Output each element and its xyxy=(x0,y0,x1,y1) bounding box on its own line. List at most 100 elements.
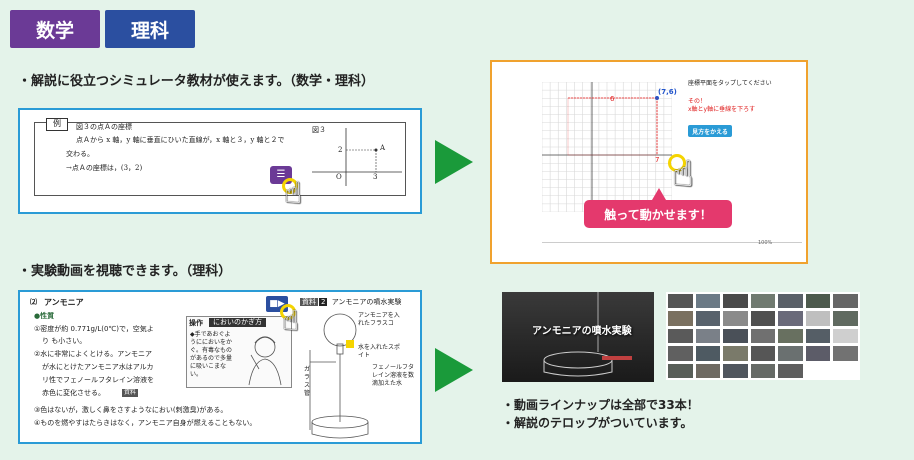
video-tile[interactable] xyxy=(778,328,803,344)
reference-title: アンモニアの噴水実験 xyxy=(331,298,402,306)
video-camera-icon: ■▶ xyxy=(269,298,285,309)
video-tile[interactable] xyxy=(833,328,858,344)
tap-circle xyxy=(280,304,296,320)
dropper-highlight xyxy=(346,340,354,348)
sim-red-text1: その！ xyxy=(688,98,707,105)
textbook-line1: 図３の点Ａの座標 xyxy=(76,123,132,131)
section1-heading: ・解説に役立つシミュレータ教材が使えます。（数学・理科） xyxy=(18,74,374,89)
fountain-apparatus xyxy=(309,313,369,439)
video-tile[interactable] xyxy=(723,294,748,309)
sim-point-label: (7,6) xyxy=(658,88,677,96)
video-tile[interactable] xyxy=(833,294,858,309)
simulator-panel: (7,6) 6 7 座標平面をタップしてください その！ x軸とy軸に垂線を下ろ… xyxy=(490,60,808,264)
video-tile[interactable] xyxy=(695,294,721,309)
property-item2b: が水にとけたアンモニア水はアルカ xyxy=(42,363,154,371)
video-tile[interactable] xyxy=(750,346,776,361)
operation-title: においのかぎ方 xyxy=(209,318,266,328)
tap-circle xyxy=(668,154,686,172)
flask-label: アンモニアを入れたフラスコ xyxy=(358,312,400,328)
property-item2c: リ性でフェノールフタレイン溶液を xyxy=(42,376,154,384)
y-tick-2: 2 xyxy=(338,146,343,154)
video-tile[interactable] xyxy=(750,363,776,378)
video-tile[interactable] xyxy=(668,363,693,378)
experiment-panel: ⑵ アンモニア ●性質 ①密度が約 0.771g/L(0℃)で，空気よ り も小… xyxy=(18,290,422,444)
operation-label: 操作 xyxy=(189,319,203,327)
x-tick-3: 3 xyxy=(373,173,378,181)
video-tile[interactable] xyxy=(723,311,748,326)
sim-zoom-label: 100% xyxy=(758,240,773,246)
video-title: アンモニアの噴水実験 xyxy=(532,326,632,337)
video-tile[interactable] xyxy=(778,363,803,378)
video-tile[interactable] xyxy=(805,328,831,344)
callout-badge: 触って動かせます！ xyxy=(584,200,732,228)
video-tile[interactable] xyxy=(778,346,803,361)
example-badge: 例 xyxy=(46,118,68,131)
video-tile[interactable] xyxy=(668,294,693,309)
video-bullet1: ・動画ラインナップは全部で33本！ xyxy=(502,398,699,412)
hand-pointer-icon: ☝ xyxy=(282,304,300,337)
property-item1b: り も小さい。 xyxy=(42,337,87,345)
property-item1a: ①密度が約 0.771g/L(0℃)で，空気よ xyxy=(34,325,154,333)
textbook-line3: 交わる。 xyxy=(66,150,94,158)
video-tile[interactable] xyxy=(805,294,831,309)
video-tile[interactable] xyxy=(668,346,693,361)
video-tile[interactable] xyxy=(750,328,776,344)
video-tile[interactable] xyxy=(833,311,858,326)
video-tile[interactable] xyxy=(750,311,776,326)
hand-pointer-icon: ☝ xyxy=(672,154,694,195)
video-tile[interactable] xyxy=(695,346,721,361)
video-tile[interactable] xyxy=(668,328,693,344)
video-tile[interactable] xyxy=(805,346,831,361)
water-dropper-label: 水を入れたスポイト xyxy=(358,344,401,360)
operation-box: 操作 においのかぎ方 ◆手であおぐようににおいをかぐ。有毒なものがあるので多量に… xyxy=(186,316,292,388)
video-tile[interactable] xyxy=(695,363,721,378)
video-tile[interactable] xyxy=(778,311,803,326)
sim-x-tick: 7 xyxy=(655,156,660,164)
video-tile[interactable] xyxy=(723,363,748,378)
phenolphthalein-label: フェノールフタレイン溶液を数滴加えた水 xyxy=(372,364,415,388)
property-item2a: ②水に非常によくとける。アンモニア xyxy=(34,350,152,358)
textbook-panel: 例 図３の点Ａの座標 点Ａから x 軸，y 軸に垂直にひいた直線が，x 軸と３，… xyxy=(18,108,422,214)
section-number: ⑵ xyxy=(30,298,37,306)
arrow-right-icon xyxy=(435,140,473,184)
video-tile[interactable] xyxy=(833,346,858,361)
video-thumbnail[interactable]: アンモニアの噴水実験 xyxy=(502,292,654,382)
video-tile[interactable] xyxy=(778,294,803,309)
reference-label-text: 資料 xyxy=(300,298,318,306)
video-tile[interactable] xyxy=(805,311,831,326)
property-item2d: 赤色に変化させる。 xyxy=(42,389,105,397)
origin-label: O xyxy=(336,173,342,181)
arrow-right-icon xyxy=(435,348,473,392)
tap-circle xyxy=(282,178,298,194)
reference-tag: 資料 xyxy=(122,389,139,398)
textbook-frame xyxy=(34,122,406,196)
callout-pointer xyxy=(652,188,666,200)
math-tag: 数学 xyxy=(10,10,100,48)
smelling-person-figure xyxy=(248,336,282,386)
experiment-title: アンモニア xyxy=(44,298,84,307)
property-label: ●性質 xyxy=(34,312,55,320)
figure-label: 図３ xyxy=(312,126,326,134)
textbook-line4: →点Ａの座標は，(3，2) xyxy=(66,164,143,172)
video-bullet2: ・解説のテロップがついています。 xyxy=(502,416,693,430)
coordinate-figure xyxy=(312,128,402,186)
textbook-line2: 点Ａから x 軸，y 軸に垂直にひいた直線が，x 軸と３，y 軸と２で xyxy=(76,136,285,144)
sim-prompt: 座標平面をタップしてください xyxy=(688,80,772,87)
hand-pointer-icon: ☝ xyxy=(284,176,303,211)
video-tile[interactable] xyxy=(723,346,748,361)
property-item3: ③色はないが，激しく鼻をさすようなにおい(刺激臭)がある。 xyxy=(34,406,228,414)
reference-number: 2 xyxy=(319,298,328,306)
video-tile[interactable] xyxy=(723,328,748,344)
video-tile[interactable] xyxy=(668,311,693,326)
operation-text: ◆手であおぐようににおいをかぐ。有毒なものがあるので多量に吸いこまない。 xyxy=(190,331,233,379)
section2-heading: ・実験動画を視聴できます。（理科） xyxy=(18,264,232,279)
video-scene xyxy=(543,292,632,377)
video-tile[interactable] xyxy=(695,328,721,344)
change-view-button[interactable]: 見方をかえる xyxy=(688,125,732,137)
video-tile[interactable] xyxy=(695,311,721,326)
video-lineup-grid xyxy=(666,292,860,380)
glass-tube-label: ガラス管 xyxy=(304,366,311,398)
point-a-label: A xyxy=(380,144,386,152)
video-tile[interactable] xyxy=(750,294,776,309)
